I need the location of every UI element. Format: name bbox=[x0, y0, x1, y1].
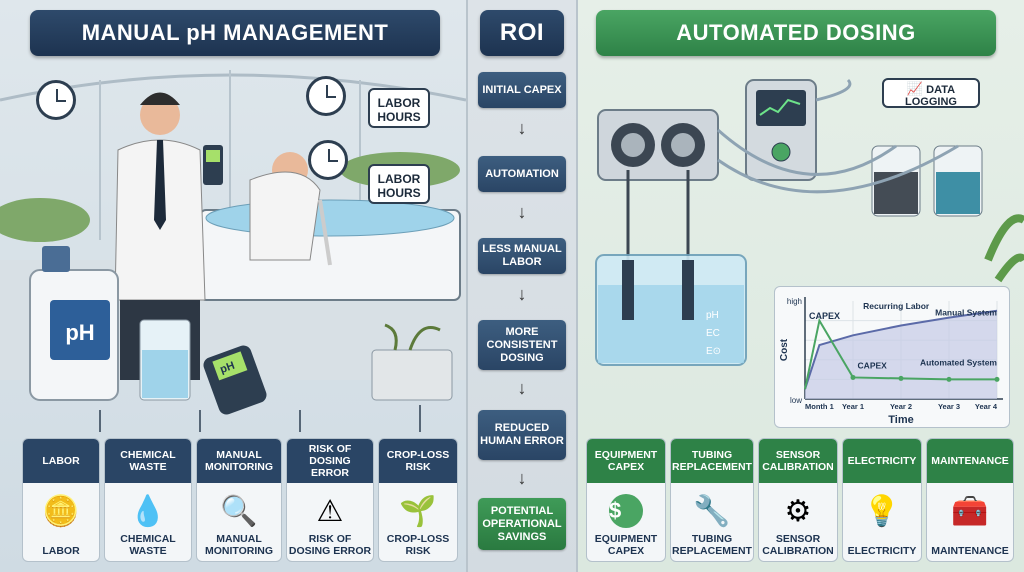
roi-step-reduced-human-error: REDUCED HUMAN ERROR bbox=[478, 410, 566, 460]
roi-step-less-manual-labor: LESS MANUAL LABOR bbox=[478, 238, 566, 274]
jug-label: pH bbox=[65, 320, 94, 345]
chart-x-tick: Month 1 bbox=[805, 402, 834, 411]
toolbox-icon: 🧰 bbox=[951, 494, 989, 528]
chart-ylabel: Cost bbox=[779, 338, 790, 361]
clock-icon bbox=[306, 76, 346, 116]
roi-step-more-consistent-dosing: MORE CONSISTENT DOSING bbox=[478, 320, 566, 370]
arrow-down-icon: ↓ bbox=[517, 202, 527, 222]
automated-panel: AUTOMATED DOSING pH EC E⊙ 📈 DATA bbox=[578, 0, 1024, 572]
cat-sensor-calibration: SENSOR CALIBRATION ⚙ SENSOR CALIBRATION bbox=[758, 438, 838, 562]
clock-icon bbox=[36, 80, 76, 120]
chart-annotation-capex: CAPEX bbox=[809, 311, 840, 321]
data-logging-label: 📈 DATA LOGGING bbox=[882, 78, 980, 108]
bar-chart-icon: 📈 bbox=[906, 81, 924, 96]
chart-x-tick: Year 4 bbox=[975, 402, 998, 411]
cat-labor: LABOR 🪙 LABOR bbox=[22, 438, 100, 562]
labor-hours-calendar-1: LABOR HOURS bbox=[368, 88, 430, 128]
cat-electricity: ELECTRICITY 💡 ELECTRICITY bbox=[842, 438, 922, 562]
arrow-down-icon: ↓ bbox=[517, 378, 527, 398]
roi-panel: ROI INITIAL CAPEX ↓ AUTOMATION ↓ LESS MA… bbox=[466, 0, 578, 572]
chart-x-tick: Year 2 bbox=[890, 402, 912, 411]
tools-icon: 🔧 bbox=[693, 494, 731, 528]
arrow-down-icon: ↓ bbox=[517, 284, 527, 304]
chart-point bbox=[898, 375, 904, 381]
wilted-plant-icon: 🌱 bbox=[399, 494, 437, 528]
labor-hours-calendar-2: LABOR HOURS bbox=[368, 164, 430, 204]
roi-step-initial-capex: INITIAL CAPEX bbox=[478, 72, 566, 108]
chart-point bbox=[850, 374, 856, 380]
chart-annotation-capex-2: CAPEX bbox=[858, 361, 888, 371]
roi-step-automation: AUTOMATION bbox=[478, 156, 566, 192]
arrow-down-icon: ↓ bbox=[517, 118, 527, 138]
magnifier-icon: 🔍 bbox=[220, 494, 258, 528]
clock-icon bbox=[308, 140, 348, 180]
cat-maintenance: MAINTENANCE 🧰 MAINTENANCE bbox=[926, 438, 1014, 562]
sensor-ec-label: EC bbox=[706, 328, 720, 339]
automated-illustration: pH EC E⊙ bbox=[595, 78, 1024, 366]
roi-step-potential-savings: POTENTIAL OPERATIONAL SAVINGS bbox=[478, 498, 566, 550]
chart-xlabel: Time bbox=[888, 414, 913, 426]
cat-crop-loss-risk: CROP-LOSS RISK 🌱 CROP-LOSS RISK bbox=[378, 438, 458, 562]
cat-tubing-replacement: TUBING REPLACEMENT 🔧 TUBING REPLACEMENT bbox=[670, 438, 754, 562]
cat-chemical-waste: CHEMICAL WASTE 💧 CHEMICAL WASTE bbox=[104, 438, 192, 562]
coins-icon: 🪙 bbox=[42, 494, 80, 528]
manual-illustration: pH pH bbox=[0, 70, 466, 432]
arrow-down-icon: ↓ bbox=[517, 468, 527, 488]
bulb-icon: 💡 bbox=[863, 494, 901, 528]
roi-title: ROI bbox=[480, 10, 564, 56]
manual-panel: MANUAL pH MANAGEMENT pH bbox=[0, 0, 466, 572]
gear-icon: ⚙ bbox=[784, 494, 812, 528]
chart-x-tick: Year 3 bbox=[938, 402, 960, 411]
chart-series-label-manual: Manual System bbox=[935, 308, 997, 318]
manual-title: MANUAL pH MANAGEMENT bbox=[30, 10, 440, 56]
chart-y-tick-high: high bbox=[787, 297, 802, 306]
sensor-other-label: E⊙ bbox=[706, 346, 721, 357]
chart-annotation-recurring-labor: Recurring Labor bbox=[863, 301, 930, 311]
chart-x-tick: Year 1 bbox=[842, 402, 864, 411]
cat-manual-monitoring: MANUAL MONITORING 🔍 MANUAL MONITORING bbox=[196, 438, 282, 562]
spill-icon: 💧 bbox=[129, 494, 167, 528]
sensor-ph-label: pH bbox=[706, 310, 719, 321]
cat-risk-dosing-error: RISK OF DOSING ERROR ⚠ RISK OF DOSING ER… bbox=[286, 438, 374, 562]
meter-label: pH bbox=[218, 360, 236, 376]
automated-title: AUTOMATED DOSING bbox=[596, 10, 996, 56]
chart-series-line-automated bbox=[804, 317, 997, 390]
chart-y-tick-low: low bbox=[790, 396, 802, 405]
chart-series-label-automated: Automated System bbox=[920, 358, 997, 368]
cat-equipment-capex: EQUIPMENT CAPEX $ EQUIPMENT CAPEX bbox=[586, 438, 666, 562]
chart-point bbox=[994, 376, 1000, 382]
chart-series-line-manual bbox=[804, 309, 998, 390]
chart-point bbox=[946, 376, 952, 382]
warning-icon: ⚠ bbox=[316, 494, 344, 528]
dollar-icon: $ bbox=[587, 489, 665, 533]
